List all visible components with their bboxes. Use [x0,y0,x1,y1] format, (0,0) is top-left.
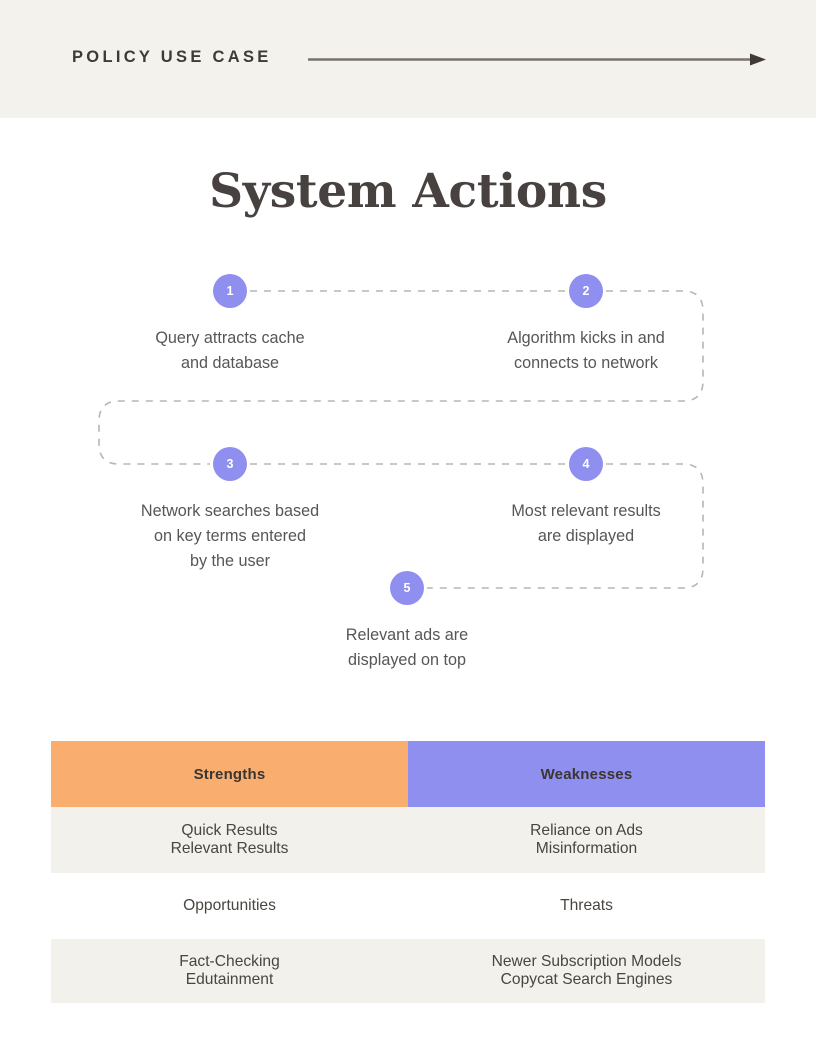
swot-table: Strengths Weaknesses Quick Results Relev… [51,741,765,1003]
page-title: System Actions [209,164,607,219]
flow-step-3: 3 Network searches based on key terms en… [100,447,360,574]
step-text-5: Relevant ads are displayed on top [345,626,469,669]
step-text-4: Most relevant results are displayed [511,502,661,545]
header-band: POLICY USE CASE [0,0,816,118]
swot-header-weaknesses: Weaknesses [408,741,765,807]
step-badge-1: 1 [213,274,247,308]
flow-diagram: 1 Query attracts cache and database 2 Al… [0,255,816,695]
step-badge-3: 3 [213,447,247,481]
step-text-2: Algorithm kicks in and connects to netwo… [507,329,665,372]
flow-step-4: 4 Most relevant results are displayed [456,447,716,549]
step-text-3: Network searches based on key terms ente… [140,502,320,570]
swot-row-opportunities-threats-items: Fact-Checking Edutainment Newer Subscrip… [51,939,765,1003]
step-text-1: Query attracts cache and database [155,329,305,372]
swot-cell-opportunities-label: Opportunities [51,873,408,939]
flow-step-1: 1 Query attracts cache and database [100,274,360,376]
swot-header-row: Strengths Weaknesses [51,741,765,807]
flow-connector-path [98,290,704,589]
step-badge-4: 4 [569,447,603,481]
swot-cell-strengths-items: Quick Results Relevant Results [51,807,408,873]
right-arrow-icon [308,53,766,66]
step-badge-5: 5 [390,571,424,605]
swot-row-opportunities-threats: Opportunities Threats [51,873,765,939]
step-badge-2: 2 [569,274,603,308]
header-label: POLICY USE CASE [72,48,272,66]
flow-step-5: 5 Relevant ads are displayed on top [277,571,537,673]
swot-cell-opportunities-items: Fact-Checking Edutainment [51,939,408,1003]
swot-cell-threats-items: Newer Subscription Models Copycat Search… [408,939,765,1003]
swot-row-strengths-weaknesses: Quick Results Relevant Results Reliance … [51,807,765,873]
swot-cell-threats-label: Threats [408,873,765,939]
flow-step-2: 2 Algorithm kicks in and connects to net… [456,274,716,376]
swot-cell-weaknesses-items: Reliance on Ads Misinformation [408,807,765,873]
swot-header-strengths: Strengths [51,741,408,807]
